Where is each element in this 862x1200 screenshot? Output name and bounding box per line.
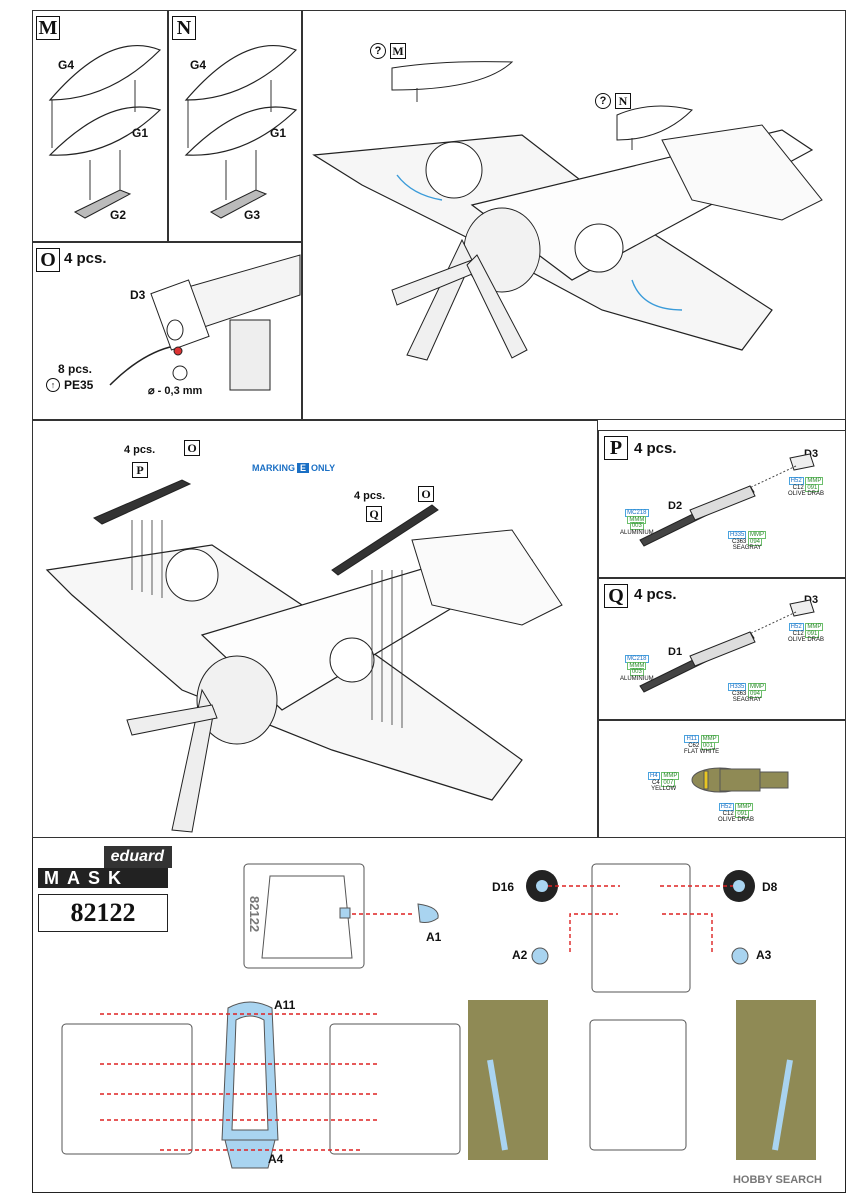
part-g2-label: G2 xyxy=(110,208,127,222)
eduard-mask-logo: eduard MASK 82122 xyxy=(38,846,172,942)
step-n-label: N xyxy=(172,16,196,40)
color-olive-drab: H52 MMP C12 091 OLIVE DRAB xyxy=(718,803,755,823)
mask-windscreen-diagram xyxy=(61,1000,816,1169)
step-o-label: O xyxy=(36,248,60,272)
aircraft-lower-drawing xyxy=(45,479,563,833)
color-seagray: H335 MMP C363 094 SEAGRAY xyxy=(728,531,767,551)
ref-step-o: O xyxy=(184,440,200,456)
mask-sheet-a1 xyxy=(243,863,439,969)
lower-qty-p: 4 pcs. xyxy=(124,444,156,456)
ref-step-n: N xyxy=(615,93,631,109)
color-olive-drab: H52 MMP C12 091 OLIVE DRAB xyxy=(788,623,825,643)
step-o-drawing xyxy=(109,254,301,391)
step-q-drawing xyxy=(639,599,815,693)
color-seagray: H335 MMP C363 094 SEAGRAY xyxy=(728,683,767,703)
step-q-quantity: 4 pcs. xyxy=(634,586,677,603)
lower-view-panel xyxy=(32,420,598,838)
ref-step-o: O xyxy=(418,486,434,502)
optional-icon: ? xyxy=(370,43,386,59)
photo-etch-icon: ↑ xyxy=(46,378,60,392)
ref-step-m: M xyxy=(390,43,406,59)
step-n-panel xyxy=(168,10,302,242)
mask-d8-label: D8 xyxy=(762,880,778,894)
mask-a4-label: A4 xyxy=(268,1152,284,1166)
optional-icon: ? xyxy=(595,93,611,109)
ref-step-q: Q xyxy=(366,506,382,522)
step-p-quantity: 4 pcs. xyxy=(634,440,677,457)
step-p-label: P xyxy=(604,436,628,460)
brand-name: eduard xyxy=(104,846,172,868)
step-m-drawing xyxy=(48,45,162,219)
mask-d16-label: D16 xyxy=(492,880,515,894)
step-p-drawing xyxy=(639,453,815,547)
lower-qty-q: 4 pcs. xyxy=(354,490,386,502)
color-aluminium: MC218 MMM 003 ALUMINIUM xyxy=(620,655,654,682)
pe-quantity: 8 pcs. xyxy=(58,362,93,376)
bomb-colors-panel xyxy=(598,720,846,838)
mask-a2-label: A2 xyxy=(512,948,528,962)
part-d1-label: D1 xyxy=(668,646,683,658)
step-m-label: M xyxy=(36,16,60,40)
aircraft-top-drawing xyxy=(312,61,823,361)
ref-step-p: P xyxy=(132,462,148,478)
part-g3-label: G3 xyxy=(244,208,261,222)
color-yellow: H4 MMP C4 007 YELLOW xyxy=(648,772,680,792)
step-q-panel xyxy=(598,578,846,720)
step-m-panel xyxy=(32,10,168,242)
mask-number: 82122 xyxy=(38,894,168,932)
color-flat-white: H11 MMP C62 001 FLAT WHITE xyxy=(684,735,720,755)
mask-a1-label: A1 xyxy=(426,930,442,944)
step-q-label: Q xyxy=(604,584,628,608)
hobby-search-watermark: HOBBY SEARCH xyxy=(732,1174,822,1186)
part-d2-label: D2 xyxy=(668,500,683,512)
part-g1-label: G1 xyxy=(270,126,287,140)
mask-title: MASK xyxy=(38,868,168,888)
color-olive-drab: H52 MMP C12 091 OLIVE DRAB xyxy=(788,477,825,497)
mask-sheet-wheels xyxy=(526,863,755,993)
main-view-panel xyxy=(302,10,846,420)
part-d3-label: D3 xyxy=(130,288,146,302)
part-g4-label: G4 xyxy=(58,58,75,72)
mask-sheet-number: 82122 xyxy=(247,896,262,933)
mask-a3-label: A3 xyxy=(756,948,772,962)
part-pe35-label: PE35 xyxy=(64,378,94,392)
drill-size-label: ⌀ - 0,3 mm xyxy=(148,385,203,397)
step-o-panel xyxy=(32,242,302,420)
step-o-quantity: 4 pcs. xyxy=(64,250,107,267)
part-g4-label: G4 xyxy=(190,58,207,72)
step-n-drawing xyxy=(184,45,298,219)
color-aluminium: MC218 MMM 003 ALUMINIUM xyxy=(620,509,654,536)
bomb-drawing xyxy=(691,767,789,793)
step-p-panel xyxy=(598,430,846,578)
mask-a11-label: A11 xyxy=(274,998,296,1012)
